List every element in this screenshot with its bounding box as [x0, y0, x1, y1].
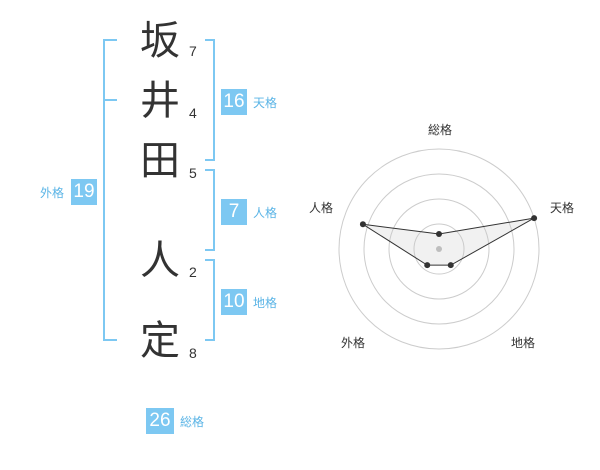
stroke-count-1: 7	[189, 43, 197, 59]
soukaku-badge: 26	[146, 408, 174, 434]
radar-ring	[338, 148, 540, 350]
radar-point-2	[447, 262, 454, 269]
name-char-4: 人	[140, 238, 180, 284]
radar-ring	[388, 198, 490, 300]
name-char-1: 坂	[140, 18, 180, 64]
radar-axis-label-chikaku: 地格	[511, 336, 536, 350]
radar-point-1	[531, 215, 538, 222]
gaikaku-badge: 19	[71, 179, 97, 205]
radar-point-0	[436, 231, 442, 237]
tenkaku-badge: 16	[221, 89, 247, 115]
radar-value-polygon	[362, 217, 535, 266]
radar-axis-label-soukaku: 総格	[428, 123, 453, 137]
radar-axis-label-tenkaku: 天格	[550, 201, 575, 215]
stroke-count-4: 2	[189, 264, 197, 280]
stroke-count-2: 4	[189, 105, 197, 121]
chikaku-badge: 10	[221, 289, 247, 315]
radar-point-3	[424, 262, 431, 269]
jinkaku-badge: 7	[221, 199, 247, 225]
radar-point-4	[359, 221, 366, 228]
stroke-count-5: 8	[189, 345, 197, 361]
radar-axis-label-gaikaku: 外格	[341, 336, 366, 350]
name-char-2: 井	[140, 78, 180, 124]
name-char-3: 田	[140, 138, 180, 184]
radar-axis-label-jinkaku: 人格	[309, 201, 334, 215]
chikaku-label: 地格	[253, 296, 278, 310]
radar-ring	[363, 173, 515, 325]
jinkaku-label: 人格	[253, 206, 278, 220]
name-char-5: 定	[140, 318, 180, 364]
stroke-count-3: 5	[189, 165, 197, 181]
tenkaku-label: 天格	[253, 96, 278, 110]
soukaku-label: 総格	[180, 415, 205, 429]
radar-center-dot	[436, 246, 442, 252]
gaikaku-label: 外格	[40, 186, 65, 200]
radar-ring	[413, 223, 465, 275]
